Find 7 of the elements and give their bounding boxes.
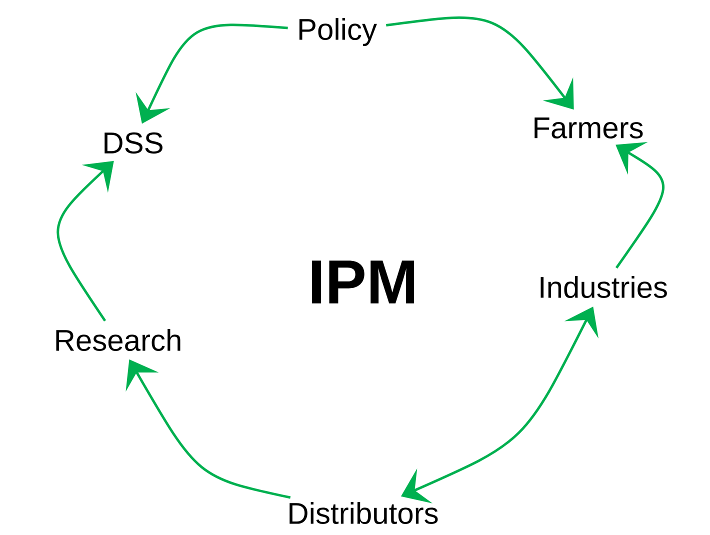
cycle-label: DSS <box>104 132 162 154</box>
cycle-label: Industries <box>540 276 667 298</box>
cycle-label: Research <box>56 328 180 352</box>
cycle-label: Distributors <box>290 502 438 524</box>
center-title: IPM <box>312 260 414 304</box>
cycle-label: Farmers <box>534 118 643 138</box>
cycle-label: Policy <box>299 18 377 46</box>
